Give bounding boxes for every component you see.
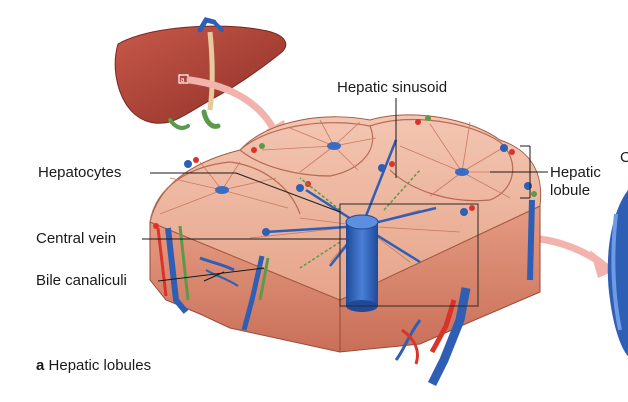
callout-marker: a — [181, 77, 185, 84]
label-hepatic-lobule-line2: lobule — [550, 183, 590, 199]
label-edge-letter: C — [620, 150, 628, 166]
central-vein-cylinder — [346, 222, 378, 306]
label-hepatocytes: Hepatocytes — [38, 165, 121, 181]
caption-text: Hepatic lobules — [49, 357, 152, 374]
central-vein-small — [455, 168, 469, 176]
next-panel-vessel — [608, 190, 628, 356]
tissue-block — [150, 115, 541, 384]
figure-caption: a Hepatic lobules — [36, 357, 151, 374]
label-central-vein: Central vein — [36, 231, 116, 247]
central-vein-small — [215, 186, 229, 194]
label-hepatic-lobule-line1: Hepatic — [550, 165, 601, 181]
label-bile-canaliculi: Bile canaliculi — [36, 273, 127, 289]
caption-letter: a — [36, 357, 44, 374]
label-hepatic-sinusoid: Hepatic sinusoid — [337, 80, 447, 96]
central-vein-small — [327, 142, 341, 150]
